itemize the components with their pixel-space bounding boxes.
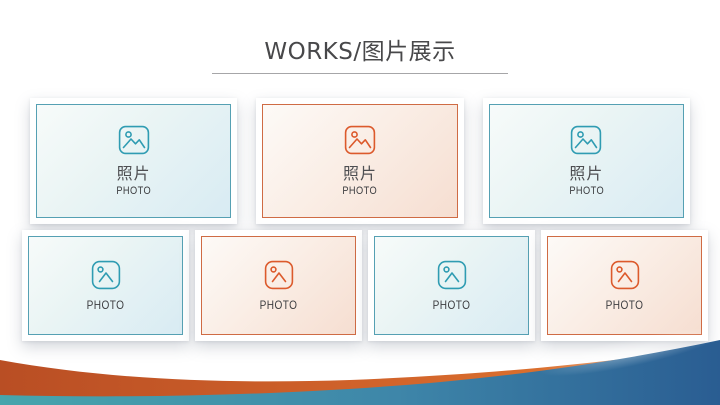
photo-placeholder-card[interactable]: 照片 PHOTO bbox=[256, 98, 464, 224]
photo-row-top: 照片 PHOTO 照片 PHOTO bbox=[30, 98, 690, 224]
photo-label-cn: 照片 bbox=[342, 164, 377, 183]
title-divider bbox=[212, 73, 508, 74]
photo-placeholder-card[interactable]: 照片 PHOTO bbox=[30, 98, 238, 224]
photo-placeholder-card[interactable]: PHOTO bbox=[195, 230, 362, 341]
photo-label-en: PHOTO bbox=[568, 185, 604, 197]
photo-label-en: PHOTO bbox=[86, 297, 125, 312]
photo-placeholder-card[interactable]: PHOTO bbox=[368, 230, 535, 341]
photo-label-cn: 照片 bbox=[569, 164, 604, 183]
photo-icon bbox=[91, 260, 120, 289]
photo-icon bbox=[344, 125, 376, 155]
photo-placeholder-card[interactable]: PHOTO bbox=[541, 230, 708, 341]
photo-placeholder-card[interactable]: PHOTO bbox=[22, 230, 189, 341]
photo-icon bbox=[437, 260, 466, 289]
photo-row-bottom: PHOTO PHOTO PHOTO bbox=[22, 230, 708, 341]
slide-header: WORKS/图片展示 bbox=[0, 32, 720, 74]
photo-placeholder-card[interactable]: 照片 PHOTO bbox=[482, 98, 690, 224]
photo-label-en: PHOTO bbox=[259, 297, 298, 312]
wave-blue bbox=[0, 340, 720, 405]
photo-icon bbox=[610, 260, 639, 289]
photo-label-en: PHOTO bbox=[116, 185, 152, 197]
photo-label-cn: 照片 bbox=[116, 164, 151, 183]
wave-orange bbox=[0, 346, 720, 405]
photo-label-en: PHOTO bbox=[342, 185, 378, 197]
page-title: WORKS/图片展示 bbox=[264, 39, 456, 65]
photo-icon bbox=[118, 125, 149, 155]
photo-icon bbox=[264, 260, 293, 289]
photo-label-en: PHOTO bbox=[605, 297, 644, 312]
photo-label-en: PHOTO bbox=[432, 297, 471, 312]
photo-icon bbox=[571, 125, 602, 155]
